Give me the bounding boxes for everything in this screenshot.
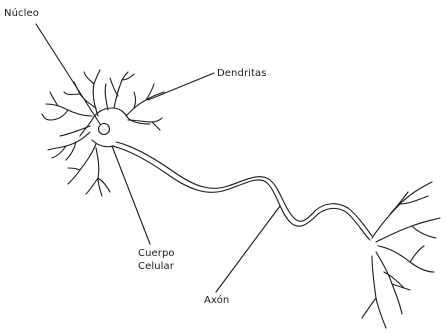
leader-nucleo [36, 24, 100, 124]
label-cuerpo-line1: Cuerpo [138, 247, 175, 260]
leader-cuerpo [112, 146, 150, 244]
axon-terminals [362, 182, 440, 328]
label-cuerpo-celular: Cuerpo Celular [138, 247, 175, 273]
label-nucleo: Núcleo [4, 7, 39, 20]
nucleus [99, 124, 110, 135]
label-axon: Axón [204, 294, 229, 307]
leader-dendritas [148, 73, 214, 100]
label-cuerpo-line2: Celular [138, 260, 175, 273]
leader-axon [216, 206, 280, 292]
axon [112, 146, 370, 240]
label-dendritas: Dendritas [217, 67, 267, 80]
cell-body [80, 84, 150, 147]
dendrites [42, 70, 164, 196]
